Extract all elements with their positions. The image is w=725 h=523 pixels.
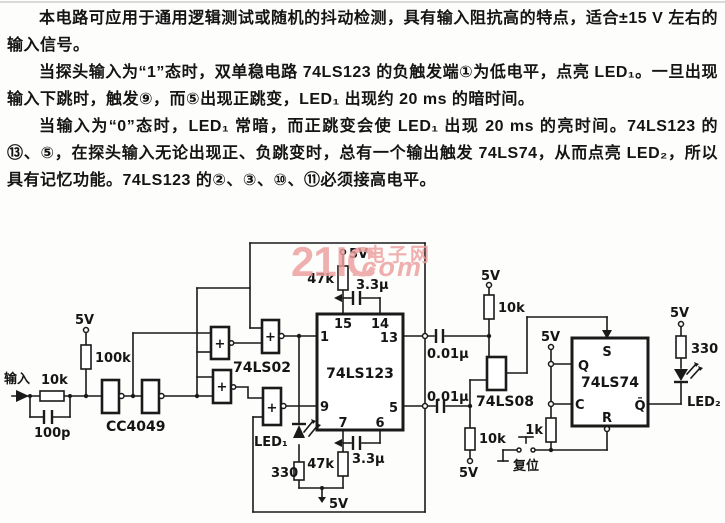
paragraph-state1: 当探头输入为“1”态时，双单稳电路 74LS123 的负触发端①为低电平，点亮 … bbox=[7, 64, 718, 108]
paragraph-state0: 当输入为“0”态时，LED₁ 常暗，而正跳变会使 LED₁ 出现 20 ms 的… bbox=[7, 118, 718, 189]
led2-ray1 bbox=[685, 362, 698, 376]
pin-14: 14 bbox=[371, 317, 389, 332]
resistor-10k-13-label: 10k bbox=[498, 301, 525, 316]
ff-pin-r: R bbox=[602, 411, 612, 426]
resistor-330-led2-label: 330 bbox=[691, 342, 718, 357]
reset-label: 复位 bbox=[512, 458, 539, 474]
led1-ray2 bbox=[307, 423, 320, 438]
resistor-47k-bottom-label: 47k bbox=[307, 457, 334, 472]
vcc-terminal-timing-top bbox=[339, 248, 347, 256]
node-pin13 bbox=[421, 332, 429, 340]
nor-gate-d-plus: + bbox=[267, 401, 278, 416]
pin-1: 1 bbox=[320, 330, 329, 345]
resistor-input-10k bbox=[39, 390, 65, 402]
vcc-tap-arrow-icon bbox=[318, 497, 326, 503]
vcc-5-label: 5V bbox=[459, 466, 478, 481]
vcc-ff-label: 5V bbox=[541, 330, 560, 345]
resistor-input-10k-label: 10k bbox=[41, 373, 68, 388]
nor-gate-c-plus: + bbox=[265, 330, 276, 345]
led1-ray1 bbox=[302, 419, 315, 434]
resistor-330-led2 bbox=[675, 335, 687, 359]
pin-9: 9 bbox=[320, 400, 329, 415]
pin-6: 6 bbox=[375, 416, 384, 431]
pin-13: 13 bbox=[380, 331, 398, 346]
led2-label: LED₂ bbox=[687, 395, 721, 410]
nor-gate-a-bubble bbox=[228, 340, 235, 346]
cc4049-label: CC4049 bbox=[106, 419, 166, 435]
resistor-10k-13 bbox=[483, 294, 495, 320]
led1-label: LED₁ bbox=[254, 435, 288, 450]
s-pin-arrow-icon bbox=[602, 330, 612, 339]
capacitor-3u3-bottom-label: 3.3μ bbox=[352, 452, 385, 467]
page-top-edge bbox=[0, 1, 725, 3]
led2-ray2 bbox=[689, 366, 702, 380]
resistor-10k-5-label: 10k bbox=[479, 432, 506, 447]
74ls123-label: 74LS123 bbox=[326, 366, 394, 382]
resistor-47k-bottom bbox=[337, 451, 349, 477]
resistor-1k bbox=[545, 417, 557, 443]
ff-pin-q: Q bbox=[578, 359, 589, 374]
nor-gate-b-bubble bbox=[230, 384, 237, 390]
junction-dots bbox=[28, 333, 554, 490]
inverter1-cc4049 bbox=[100, 378, 121, 415]
vcc-led2-label: 5V bbox=[670, 306, 689, 321]
pin-15: 15 bbox=[334, 317, 352, 332]
junction-arrow-bottom-icon bbox=[334, 439, 342, 447]
nor-gate-d-bubble bbox=[280, 402, 287, 410]
ff-pin-s: S bbox=[602, 345, 611, 360]
inverter2-cc4049 bbox=[140, 378, 161, 415]
capacitor-3u3-top-label: 3.3μ bbox=[356, 278, 389, 293]
resistor-100k-label: 100k bbox=[95, 351, 131, 366]
resistor-100k bbox=[80, 344, 92, 370]
led1-icon bbox=[293, 425, 305, 438]
chip-74ls74 bbox=[570, 336, 650, 428]
74ls74-label: 74LS74 bbox=[581, 375, 639, 391]
paragraph-intro: 本电路可应用于通用逻辑测试或随机的抖动检测，具有输入阻抗高的特点，适合±15 V… bbox=[7, 10, 718, 54]
vcc-input-label: 5V bbox=[75, 313, 94, 328]
ff-pin-c: C bbox=[575, 398, 585, 413]
input-label: 输入 bbox=[4, 371, 30, 387]
junction-arrow-top-icon bbox=[334, 294, 342, 302]
resistor-1k-label: 1k bbox=[525, 423, 543, 438]
article-text: 本电路可应用于通用逻辑测试或随机的抖动检测，具有输入阻抗高的特点，适合±15 V… bbox=[7, 5, 718, 194]
nor-gate-b-plus: + bbox=[217, 380, 228, 395]
vcc-13-label: 5V bbox=[481, 269, 500, 284]
vcc-timing-bottom-label: 5V bbox=[329, 497, 348, 512]
vcc-timing-top-label: 5V bbox=[349, 247, 368, 262]
node-pin5 bbox=[421, 402, 429, 410]
reset-button-terminal-left bbox=[516, 447, 522, 453]
pin-7: 7 bbox=[338, 416, 347, 431]
vcc-terminal-input bbox=[82, 326, 90, 334]
resistor-330-led1-label: 330 bbox=[271, 466, 298, 481]
inverter1-bubble bbox=[118, 392, 125, 400]
vcc-terminal-ff bbox=[547, 343, 555, 351]
vcc-terminal-5 bbox=[466, 457, 474, 465]
reset-button-terminal-right bbox=[530, 447, 536, 453]
and-gate-74ls08 bbox=[485, 355, 508, 392]
pin-5: 5 bbox=[389, 401, 398, 416]
nor-gate-a-plus: + bbox=[215, 337, 226, 352]
capacitor-100p-label: 100p bbox=[34, 426, 70, 441]
74ls08-label: 74LS08 bbox=[476, 394, 534, 410]
input-arrow-icon bbox=[16, 390, 29, 402]
74ls02-label: 74LS02 bbox=[233, 360, 291, 376]
resistor-47k-top-label: 47k bbox=[307, 272, 334, 287]
capacitor-001-top-label: 0.01μ bbox=[427, 347, 469, 362]
node-q bbox=[547, 360, 555, 368]
chip-74ls123 bbox=[315, 312, 405, 432]
resistor-330-led1 bbox=[293, 461, 305, 481]
nor-gate-c-bubble bbox=[278, 332, 285, 340]
led2-icon bbox=[674, 369, 688, 381]
r-pin-bubble bbox=[603, 425, 611, 433]
inverter2-bubble bbox=[158, 392, 165, 400]
wires-middle bbox=[298, 242, 490, 513]
capacitor-001-bottom-label: 0.01μ bbox=[427, 390, 469, 405]
node-c bbox=[547, 400, 555, 408]
resistor-10k-5 bbox=[464, 427, 476, 451]
ff-pin-qbar: Q̄ bbox=[634, 398, 645, 414]
vcc-terminal-led2 bbox=[677, 320, 685, 328]
resistor-47k-top bbox=[337, 265, 349, 291]
vcc-terminal-13 bbox=[485, 281, 493, 289]
